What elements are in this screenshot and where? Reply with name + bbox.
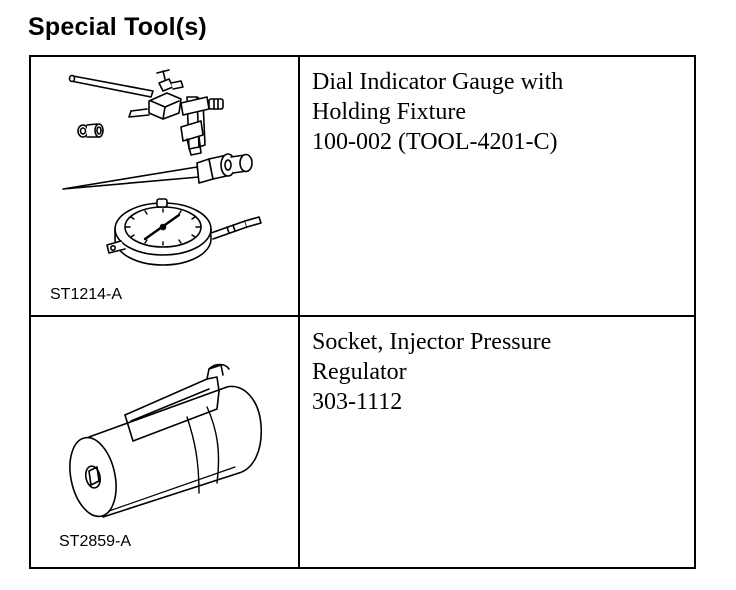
row-divider (31, 315, 694, 317)
tool-description: Socket, Injector Pressure Regulator 303-… (312, 327, 682, 417)
tool-part-number: 100-002 (TOOL-4201-C) (312, 129, 558, 155)
tool-description-line: Regulator (312, 359, 407, 385)
tool-description-line: Holding Fixture (312, 99, 466, 125)
tool-image-cell: ST1214-A (31, 57, 298, 315)
tool-row: ST1214-A Dial Indicator Gauge with Holdi… (31, 57, 694, 315)
tool-description-line: Socket, Injector Pressure (312, 329, 552, 355)
page-title: Special Tool(s) (28, 13, 207, 41)
tool-image-cell: ST2859-A (31, 317, 298, 567)
injector-socket-illustration (69, 363, 263, 518)
tool-row: ST2859-A Socket, Injector Pressure Regul… (31, 317, 694, 567)
tool-part-number: 303-1112 (312, 389, 403, 415)
special-tools-table: ST1214-A Dial Indicator Gauge with Holdi… (29, 55, 696, 569)
image-code-label: ST2859-A (59, 533, 132, 550)
column-divider (298, 57, 300, 567)
tool-description-line: Dial Indicator Gauge with (312, 69, 564, 95)
dial-indicator-gauge-illustration (62, 69, 262, 266)
image-code-label: ST1214-A (50, 286, 123, 303)
tool-description: Dial Indicator Gauge with Holding Fixtur… (312, 67, 682, 157)
